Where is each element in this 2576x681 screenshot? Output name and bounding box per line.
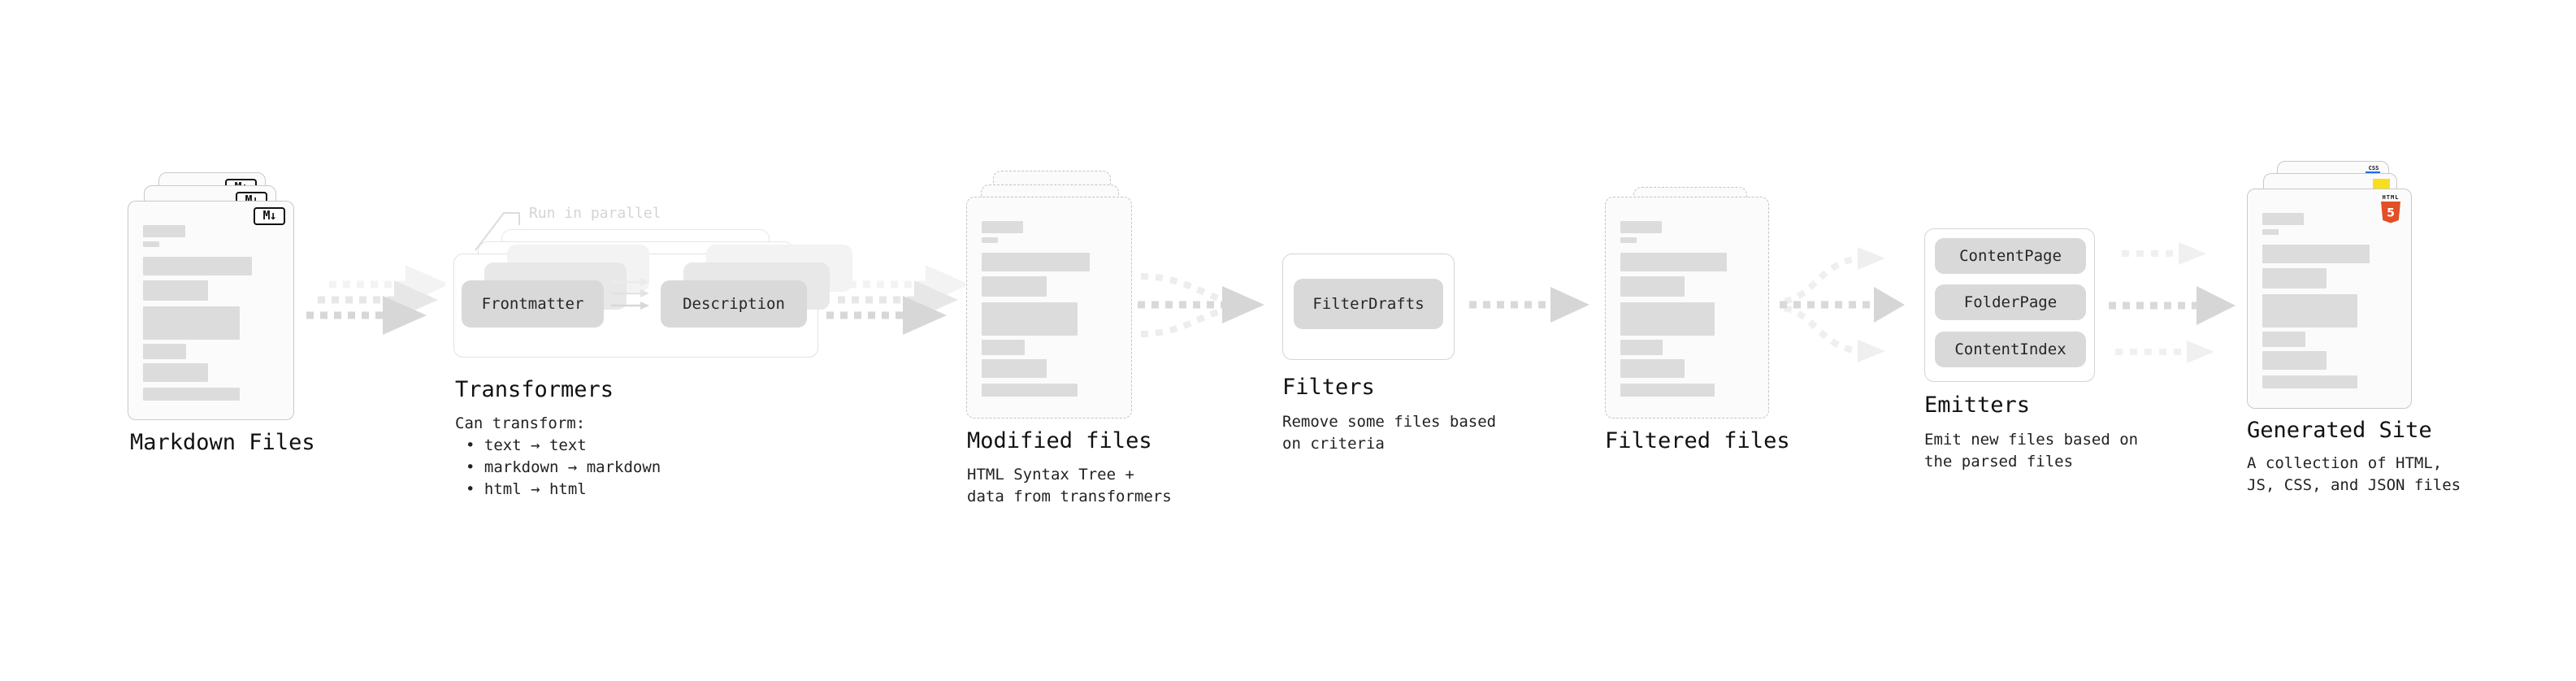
filtered-files-label: Filtered files bbox=[1605, 428, 1790, 453]
filters-label: Filters bbox=[1282, 375, 1375, 400]
document-placeholder-lines bbox=[2248, 189, 2411, 388]
contentpage-emitter-pill: ContentPage bbox=[1935, 238, 2086, 274]
filterdrafts-pill: FilterDrafts bbox=[1294, 279, 1443, 329]
markdown-files-label: Markdown Files bbox=[130, 430, 315, 455]
can-transform-line: Can transform: bbox=[455, 414, 586, 432]
frontmatter-transformer-pill: Frontmatter bbox=[462, 280, 604, 327]
markdown-icon: M↓ bbox=[254, 207, 285, 225]
arrow-transformers-to-modified bbox=[826, 265, 965, 335]
html5-icon: HTML 5 bbox=[2380, 194, 2401, 224]
pill-flow-arrows bbox=[611, 278, 649, 310]
arrow-filters-to-filtered bbox=[1469, 287, 1589, 323]
description-line: HTML Syntax Tree + bbox=[967, 466, 1134, 484]
html-file: HTML 5 bbox=[2247, 189, 2412, 409]
document-placeholder-lines bbox=[967, 197, 1131, 397]
arrow-filtered-to-emitters bbox=[1780, 247, 1905, 362]
generated-site-description: A collection of HTML, JS, CSS, and JSON … bbox=[2247, 453, 2461, 497]
description-line: A collection of HTML, bbox=[2247, 454, 2443, 472]
run-in-parallel-note: Run in parallel bbox=[529, 205, 661, 222]
document-placeholder-lines bbox=[128, 202, 293, 401]
transformers-description: Can transform: • text → text • markdown … bbox=[455, 413, 661, 501]
bullet-line: • html → html bbox=[466, 480, 587, 498]
description-line: Remove some files based bbox=[1282, 413, 1497, 431]
js-icon bbox=[2373, 179, 2390, 189]
description-line: data from transformers bbox=[967, 488, 1172, 505]
emitters-description: Emit new files based on the parsed files bbox=[1924, 429, 2138, 473]
description-transformer-pill: Description bbox=[661, 280, 807, 327]
folderpage-emitter-pill: FolderPage bbox=[1935, 284, 2086, 320]
description-line: JS, CSS, and JSON files bbox=[2247, 476, 2461, 494]
css-icon: CSS bbox=[2366, 165, 2382, 175]
svg-text:5: 5 bbox=[2387, 207, 2395, 220]
description-line: the parsed files bbox=[1924, 453, 2074, 471]
transformers-label: Transformers bbox=[455, 377, 614, 402]
bullet-line: • markdown → markdown bbox=[466, 458, 661, 476]
arrow-modified-to-filters bbox=[1138, 273, 1264, 337]
emitters-frame: ContentPage FolderPage ContentIndex bbox=[1924, 228, 2095, 382]
contentindex-emitter-pill: ContentIndex bbox=[1935, 332, 2086, 367]
description-line: on criteria bbox=[1282, 435, 1385, 453]
filtered-file-front bbox=[1605, 197, 1769, 419]
callout-line bbox=[475, 212, 520, 251]
css-icon-text: CSS bbox=[2368, 165, 2379, 171]
bullet-line: • text → text bbox=[466, 436, 587, 454]
modified-files-label: Modified files bbox=[967, 428, 1152, 453]
html5-icon-text: HTML bbox=[2382, 194, 2400, 201]
document-placeholder-lines bbox=[1606, 197, 1768, 397]
modified-files-description: HTML Syntax Tree + data from transformer… bbox=[967, 464, 1172, 508]
filters-description: Remove some files based on criteria bbox=[1282, 411, 1496, 455]
markdown-file-front: M↓ bbox=[128, 201, 294, 420]
generated-site-label: Generated Site bbox=[2247, 418, 2432, 443]
emitters-label: Emitters bbox=[1924, 393, 2031, 418]
description-line: Emit new files based on bbox=[1924, 431, 2139, 449]
arrow-emitters-to-site bbox=[2109, 242, 2236, 363]
arrow-markdown-to-transformers bbox=[306, 265, 445, 335]
modified-file-front bbox=[966, 197, 1132, 419]
